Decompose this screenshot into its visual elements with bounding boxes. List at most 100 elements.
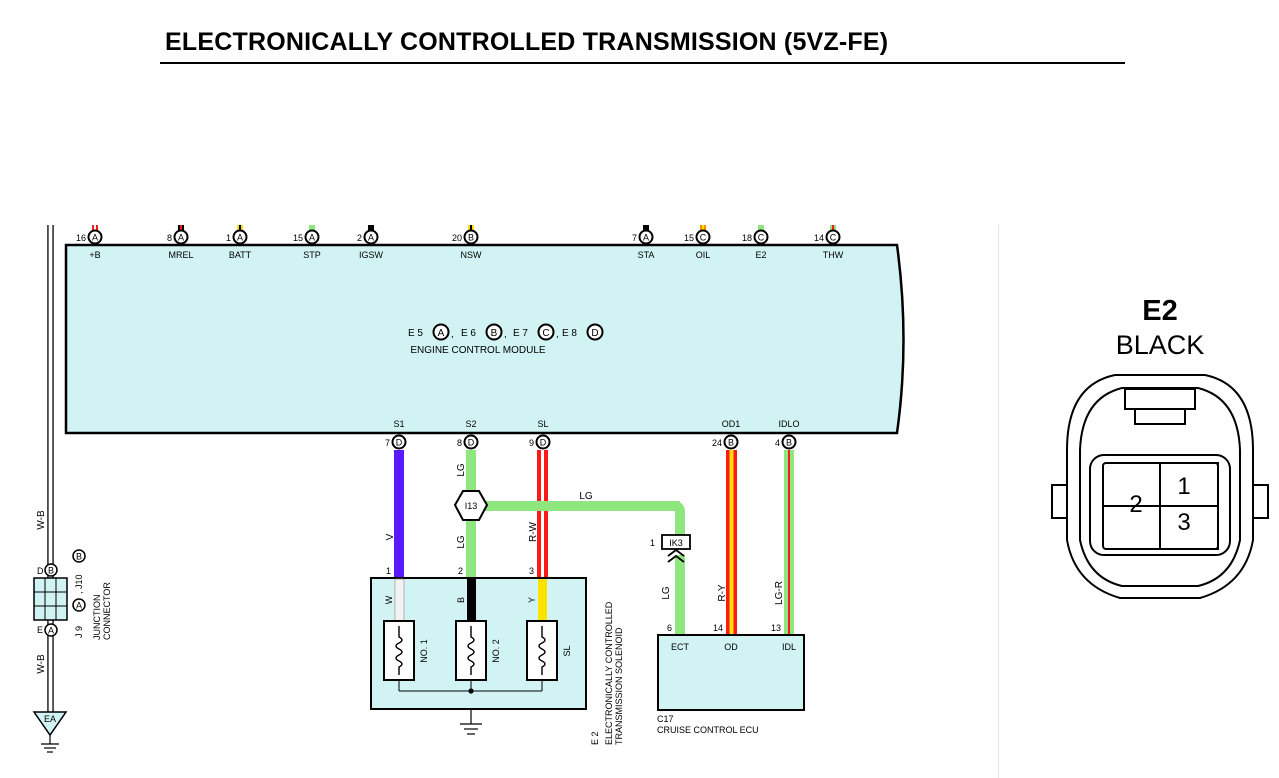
solenoid-coil-label: SL — [562, 645, 572, 656]
jc-ref-circle-a — [72, 598, 86, 612]
panel-divider — [998, 225, 999, 778]
ecm-bottom-pin-num: 7 — [385, 438, 390, 448]
wire-sl-rw — [537, 450, 548, 578]
solenoid-coil-label: NO. 2 — [491, 639, 501, 663]
solenoid-wire-color: W — [384, 595, 394, 604]
ecm-top-pin-label: BATT — [229, 250, 252, 260]
ground-ea-symbol — [32, 711, 68, 753]
ecm-bottom-pin-num: 4 — [775, 438, 780, 448]
wire-od-ry — [726, 450, 737, 635]
wire-idl-lgr — [784, 450, 794, 635]
ecm-top-pin-num: 1 — [226, 233, 231, 243]
junction-i13-label: I13 — [465, 501, 478, 511]
ecm-bottom-pin-conn: B — [728, 438, 734, 448]
jc-bottom-conn: A — [48, 626, 54, 636]
ecm-top-pin-conn: A — [92, 233, 98, 243]
ecm-top-pin-num: 16 — [76, 233, 86, 243]
ground-wire-wb — [47, 225, 54, 712]
ecm-connector-letter: C — [542, 328, 549, 339]
cruise-ecu-box — [657, 634, 805, 711]
ecm-connector-id: E 8 — [562, 328, 577, 339]
ecm-bottom-pin-num: 24 — [712, 438, 722, 448]
connector-pin-1: 1 — [1177, 473, 1190, 500]
jc-ref-circle-b — [72, 549, 86, 563]
ecm-top-pin-num: 8 — [167, 233, 172, 243]
ecm-connector-id: E 7 — [513, 328, 528, 339]
ecm-connector-letter: A — [438, 328, 445, 339]
solenoid-name-1: ELECTRONICALLY CONTROLLED — [604, 601, 614, 745]
ecm-connector-letter: B — [491, 328, 498, 339]
wire-label-od: R-Y — [717, 584, 728, 602]
cruise-ecu-name: CRUISE CONTROL ECU — [657, 725, 759, 735]
wire-label-s2-upper: LG — [456, 463, 467, 477]
cruise-ecu-pin-num: 14 — [713, 623, 723, 633]
connector-e2-outline — [1051, 374, 1269, 599]
ecm-bottom-pin-label: S2 — [465, 419, 476, 429]
wire-label-idl: LG-R — [774, 581, 785, 605]
ecm-top-pin-num: 18 — [742, 233, 752, 243]
wire-label-sl: R-W — [528, 521, 539, 542]
connector-ik3-chevron — [667, 548, 685, 563]
jc-ref-letter-a: A — [76, 601, 82, 611]
connector-ik3-label: IK3 — [669, 538, 683, 548]
ecm-connector-id: E 5 — [408, 328, 423, 339]
solenoid-ref: E 2 — [590, 731, 600, 745]
jc-bottom-pin: E — [37, 625, 43, 635]
ecm-top-pin-label: IGSW — [359, 250, 384, 260]
ecm-top-pin-conn: A — [309, 233, 315, 243]
wire-color-ground-upper: W-B — [36, 510, 47, 530]
jc-top-conn: B — [48, 566, 54, 576]
solenoid-pin-num: 3 — [529, 566, 534, 576]
ecm-top-pin-conn: A — [178, 233, 184, 243]
jc-ref-letter-b: B — [76, 552, 82, 562]
ecm-top-pin-conn: C — [830, 233, 837, 243]
wire-color-ground-lower: W-B — [36, 654, 47, 674]
connector-view-color: BLACK — [1116, 330, 1205, 360]
ecm-top-pin-label: +B — [89, 250, 100, 260]
connector-view-ref: E2 — [1142, 295, 1177, 327]
ecm-bottom-pin-label: OD1 — [722, 419, 741, 429]
ecm-top-pin-num: 15 — [684, 233, 694, 243]
wire-label-s1: V — [385, 533, 396, 540]
jc-label-1: JUNCTION — [92, 595, 102, 641]
ecm-top-pin-conn: C — [700, 233, 707, 243]
wire-label-branch: LG — [579, 491, 593, 502]
ecm-bottom-pin-conn: D — [396, 438, 403, 448]
connector-ik3-pin: 1 — [650, 538, 655, 548]
jc-bottom-conn-circle — [44, 623, 58, 637]
ecm-top-pin-label: STP — [303, 250, 321, 260]
ecm-top-pin-label: OIL — [696, 250, 711, 260]
solenoid-pin-num: 2 — [458, 566, 463, 576]
cruise-ecu-pin-num: 6 — [667, 623, 672, 633]
ecm-bottom-pin: IDLO B4 — [775, 419, 800, 450]
solenoid-ground-icon — [460, 709, 482, 735]
cruise-ecu-pin-label: IDL — [782, 642, 796, 652]
solenoid-coil-label: NO. 1 — [419, 639, 429, 663]
ecm-top-pin-conn: C — [758, 233, 765, 243]
junction-i13 — [453, 490, 489, 521]
ecm-bottom-pin-conn: B — [786, 438, 792, 448]
wire-label-s2-lower: LG — [456, 535, 467, 549]
ecm-top-pin-label: MREL — [168, 250, 193, 260]
solenoid-name-2: TRANSMISSION SOLENOID — [614, 627, 624, 745]
ecm-connector-sep: , — [504, 329, 507, 340]
ecm-bottom-pin-num: 9 — [529, 438, 534, 448]
ecm-bottom-pin-label: IDLO — [778, 419, 799, 429]
ecm-top-pin-label: THW — [823, 250, 844, 260]
